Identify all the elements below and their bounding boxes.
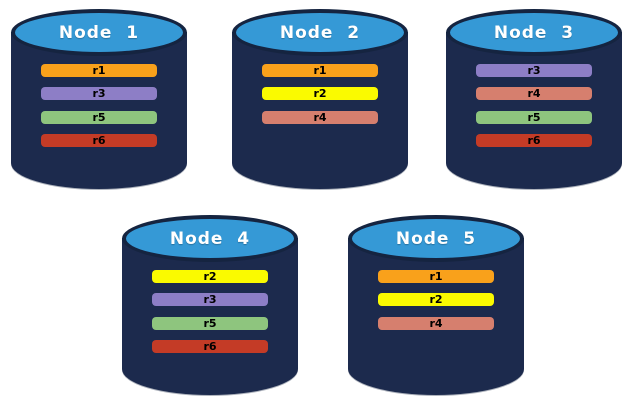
node-1-replica-list: r1 r3 r5 r6 [11,9,187,189]
replica-bar: r1 [41,64,157,77]
node-3-cylinder: Node 3 r3 r4 r5 r6 [446,9,622,189]
node-5-title: Node 5 [395,228,477,249]
replica-bar: r5 [476,111,592,124]
node-3-cylinder-top: Node 3 [446,9,622,56]
node-2-title: Node 2 [279,22,361,43]
replica-bar: r6 [152,340,268,353]
node-1-cylinder-body [11,32,187,189]
replica-bar: r3 [152,293,268,306]
node-5-cylinder: Node 5 r1 r2 r4 [348,215,524,395]
node-4-cylinder-body [122,238,298,395]
replica-bar: r3 [476,64,592,77]
node-1-cylinder: Node 1 r1 r3 r5 r6 [11,9,187,189]
node-1-cylinder-top: Node 1 [11,9,187,56]
node-2-cylinder-top: Node 2 [232,9,408,56]
replica-bar: r1 [262,64,378,77]
replica-bar: r4 [476,87,592,100]
node-2-cylinder: Node 2 r1 r2 r4 [232,9,408,189]
node-2-replica-list: r1 r2 r4 [232,9,408,189]
node-4-title: Node 4 [169,228,251,249]
node-3-replica-list: r3 r4 r5 r6 [446,9,622,189]
replica-bar: r3 [41,87,157,100]
replica-bar: r4 [262,111,378,124]
replica-bar: r1 [378,270,494,283]
replica-bar: r5 [152,317,268,330]
node-1-title: Node 1 [58,22,140,43]
replica-bar: r2 [262,87,378,100]
node-5-cylinder-body [348,238,524,395]
node-4-replica-list: r2 r3 r5 r6 [122,215,298,395]
replica-bar: r6 [476,134,592,147]
replica-bar: r5 [41,111,157,124]
node-5-cylinder-top: Node 5 [348,215,524,262]
node-3-cylinder-body [446,32,622,189]
replica-bar: r4 [378,317,494,330]
node-4-cylinder-top: Node 4 [122,215,298,262]
replica-bar: r2 [152,270,268,283]
node-2-cylinder-body [232,32,408,189]
replica-bar: r2 [378,293,494,306]
node-5-replica-list: r1 r2 r4 [348,215,524,395]
node-3-title: Node 3 [493,22,575,43]
replica-bar: r6 [41,134,157,147]
node-4-cylinder: Node 4 r2 r3 r5 r6 [122,215,298,395]
